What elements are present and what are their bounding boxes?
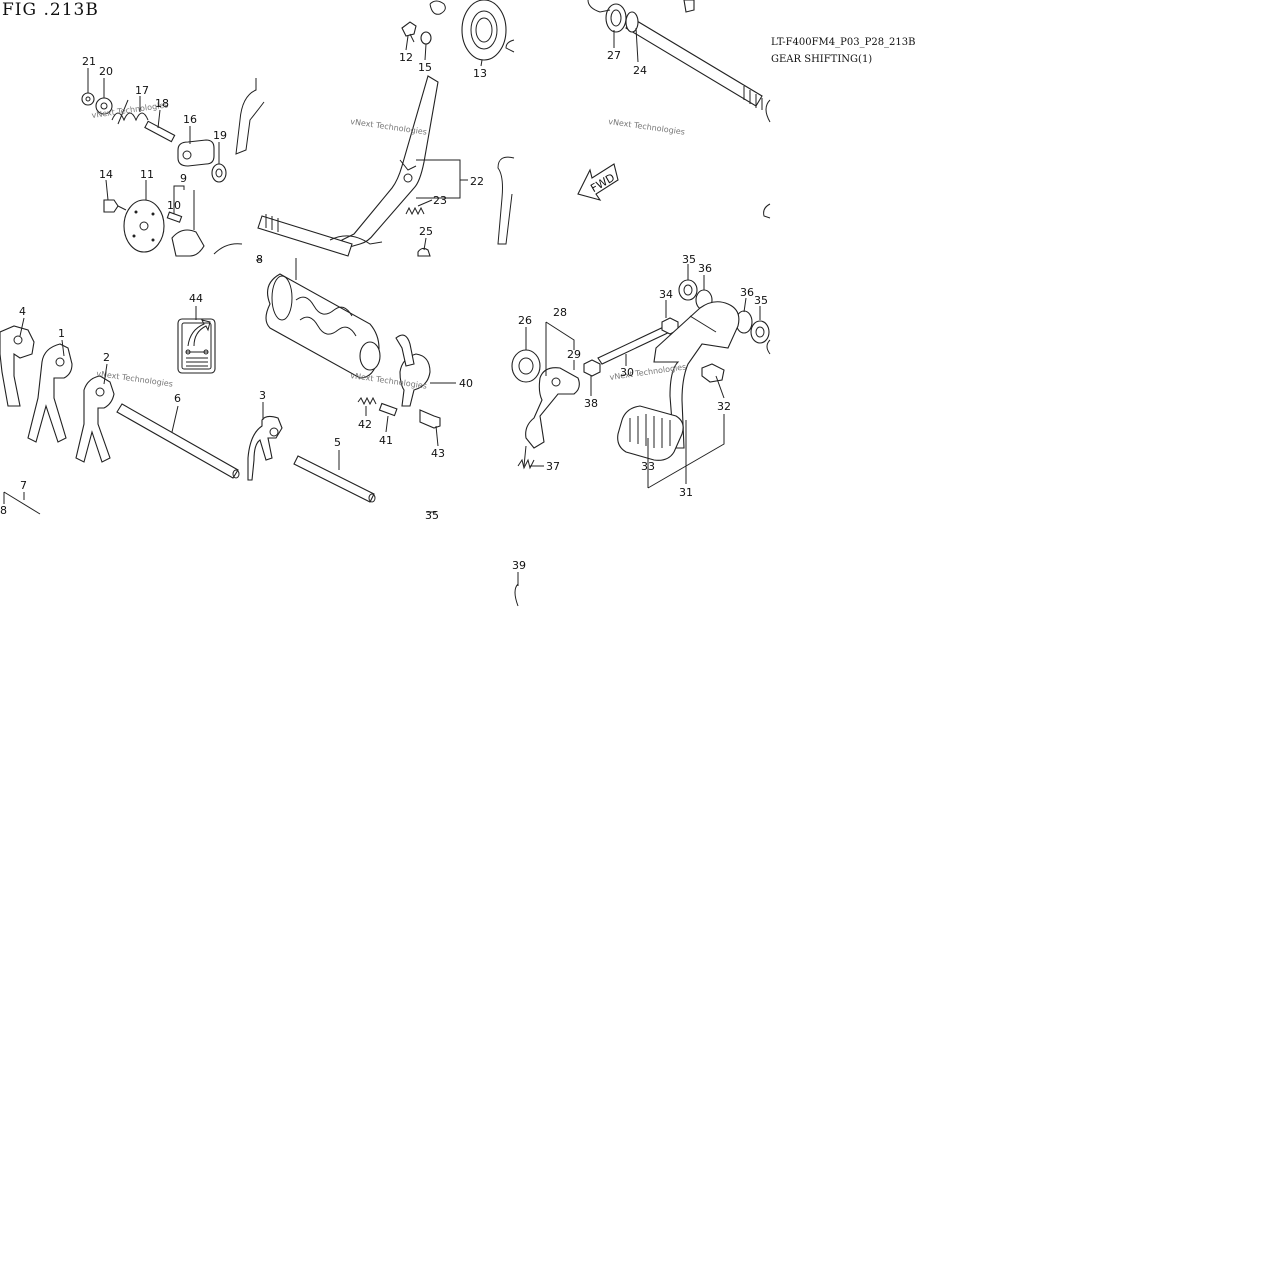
callout-36-right: 36: [740, 286, 754, 299]
callout-39: 39: [512, 559, 526, 572]
part-group-top-left: [81, 78, 265, 257]
callout-18: 18: [155, 97, 169, 110]
part-11-plate: [123, 199, 165, 253]
callout-8-drum: 8: [256, 253, 263, 266]
callout-43: 43: [431, 447, 445, 460]
part-6-fork-shaft: [116, 403, 239, 479]
callout-35-fragment: 35: [425, 509, 439, 522]
fwd-arrow-icon: FWD: [577, 163, 619, 201]
callout-4: 4: [19, 305, 26, 318]
part-9-stopper: [171, 229, 205, 257]
callout-labels: 21 20 17 18 16 19 14 11 9 10 12 15 13 22…: [0, 49, 768, 572]
callout-29: 29: [567, 348, 581, 361]
part-24-shaft-segment: [257, 215, 353, 257]
callout-21: 21: [82, 55, 96, 68]
callout-17: 17: [135, 84, 149, 97]
callout-42: 42: [358, 418, 372, 431]
part-18-pin: [144, 120, 176, 143]
part-17-spring: [111, 112, 149, 122]
callout-22: 22: [470, 175, 484, 188]
leader-lines: [19, 27, 761, 586]
callout-34: 34: [659, 288, 673, 301]
part-42-spring: [357, 396, 377, 406]
callout-32: 32: [717, 400, 731, 413]
part-group-top-middle: [257, 0, 515, 257]
part-3-shift-fork: [247, 415, 283, 481]
part-1-shift-fork: [27, 343, 73, 443]
part-26-bushing: [511, 349, 541, 383]
callout-16: 16: [183, 113, 197, 126]
part-12-bolt: [401, 21, 417, 37]
callout-38: 38: [584, 397, 598, 410]
figure-title: FIG .213B: [2, 0, 99, 20]
part-15-washer: [420, 31, 432, 45]
callout-5: 5: [334, 436, 341, 449]
callout-11: 11: [140, 168, 154, 181]
part-4-shift-fork: [0, 325, 35, 407]
part-10-pin: [166, 211, 183, 223]
callout-36: 36: [698, 262, 712, 275]
callout-12: 12: [399, 51, 413, 64]
part-37-spring: [517, 458, 535, 470]
part-27-oil-seal: [605, 3, 627, 33]
part-28-shift-arm: [525, 367, 580, 449]
callout-35-right: 35: [754, 294, 768, 307]
part-13-bearing: [461, 0, 507, 61]
part-group-middle-right: [511, 279, 771, 607]
part-group-top-right: FWD: [577, 0, 771, 219]
part-38-nut: [583, 359, 601, 377]
part-31-shift-lever: [653, 301, 740, 449]
callout-26: 26: [518, 314, 532, 327]
part-5-fork-shaft: [293, 455, 375, 503]
callout-31: 31: [679, 486, 693, 499]
callout-20: 20: [99, 65, 113, 78]
instruction-sticker-icon: [177, 318, 216, 374]
callout-24: 24: [633, 64, 647, 77]
model-code: LT-F400FM4_P03_P28_213B: [771, 37, 916, 48]
callout-33: 33: [641, 460, 655, 473]
model-name: GEAR SHIFTING(1): [771, 54, 873, 65]
callout-19: 19: [213, 129, 227, 142]
part-23-spring: [405, 206, 425, 216]
callout-2: 2: [103, 351, 110, 364]
part-21-washer: [81, 92, 95, 106]
callout-35: 35: [682, 253, 696, 266]
callout-9: 9: [180, 172, 187, 185]
part-22-shift-shaft-lever: [341, 75, 439, 249]
part-24-gearshift-shaft: [625, 17, 763, 107]
part-group-middle-left: [0, 318, 240, 515]
callout-27: 27: [607, 49, 621, 62]
callout-40: 40: [459, 377, 473, 390]
callout-28: 28: [553, 306, 567, 319]
callout-23: 23: [433, 194, 447, 207]
part-32-pivot-bolt: [701, 363, 725, 383]
callout-44: 44: [189, 292, 203, 305]
callout-3: 3: [259, 389, 266, 402]
part-35-washer: [678, 279, 698, 301]
part-33-shift-pedal: [617, 405, 684, 461]
callout-41: 41: [379, 434, 393, 447]
callout-8: 8: [0, 504, 7, 517]
part-19-washer: [211, 163, 227, 183]
callout-15: 15: [418, 61, 432, 74]
callout-30: 30: [620, 366, 634, 379]
callout-37: 37: [546, 460, 560, 473]
part-2-shift-fork: [75, 375, 115, 463]
callout-14: 14: [99, 168, 113, 181]
watermark: vNext Technologies: [608, 117, 686, 137]
callout-7: 7: [20, 479, 27, 492]
callout-25: 25: [419, 225, 433, 238]
part-group-middle: [247, 258, 441, 513]
callout-10: 10: [167, 199, 181, 212]
callout-6: 6: [174, 392, 181, 405]
part-14-bolt: [103, 199, 119, 213]
callout-13: 13: [473, 67, 487, 80]
callout-1: 1: [58, 327, 65, 340]
part-43-bolt: [419, 409, 441, 429]
part-41-pin: [378, 402, 398, 417]
